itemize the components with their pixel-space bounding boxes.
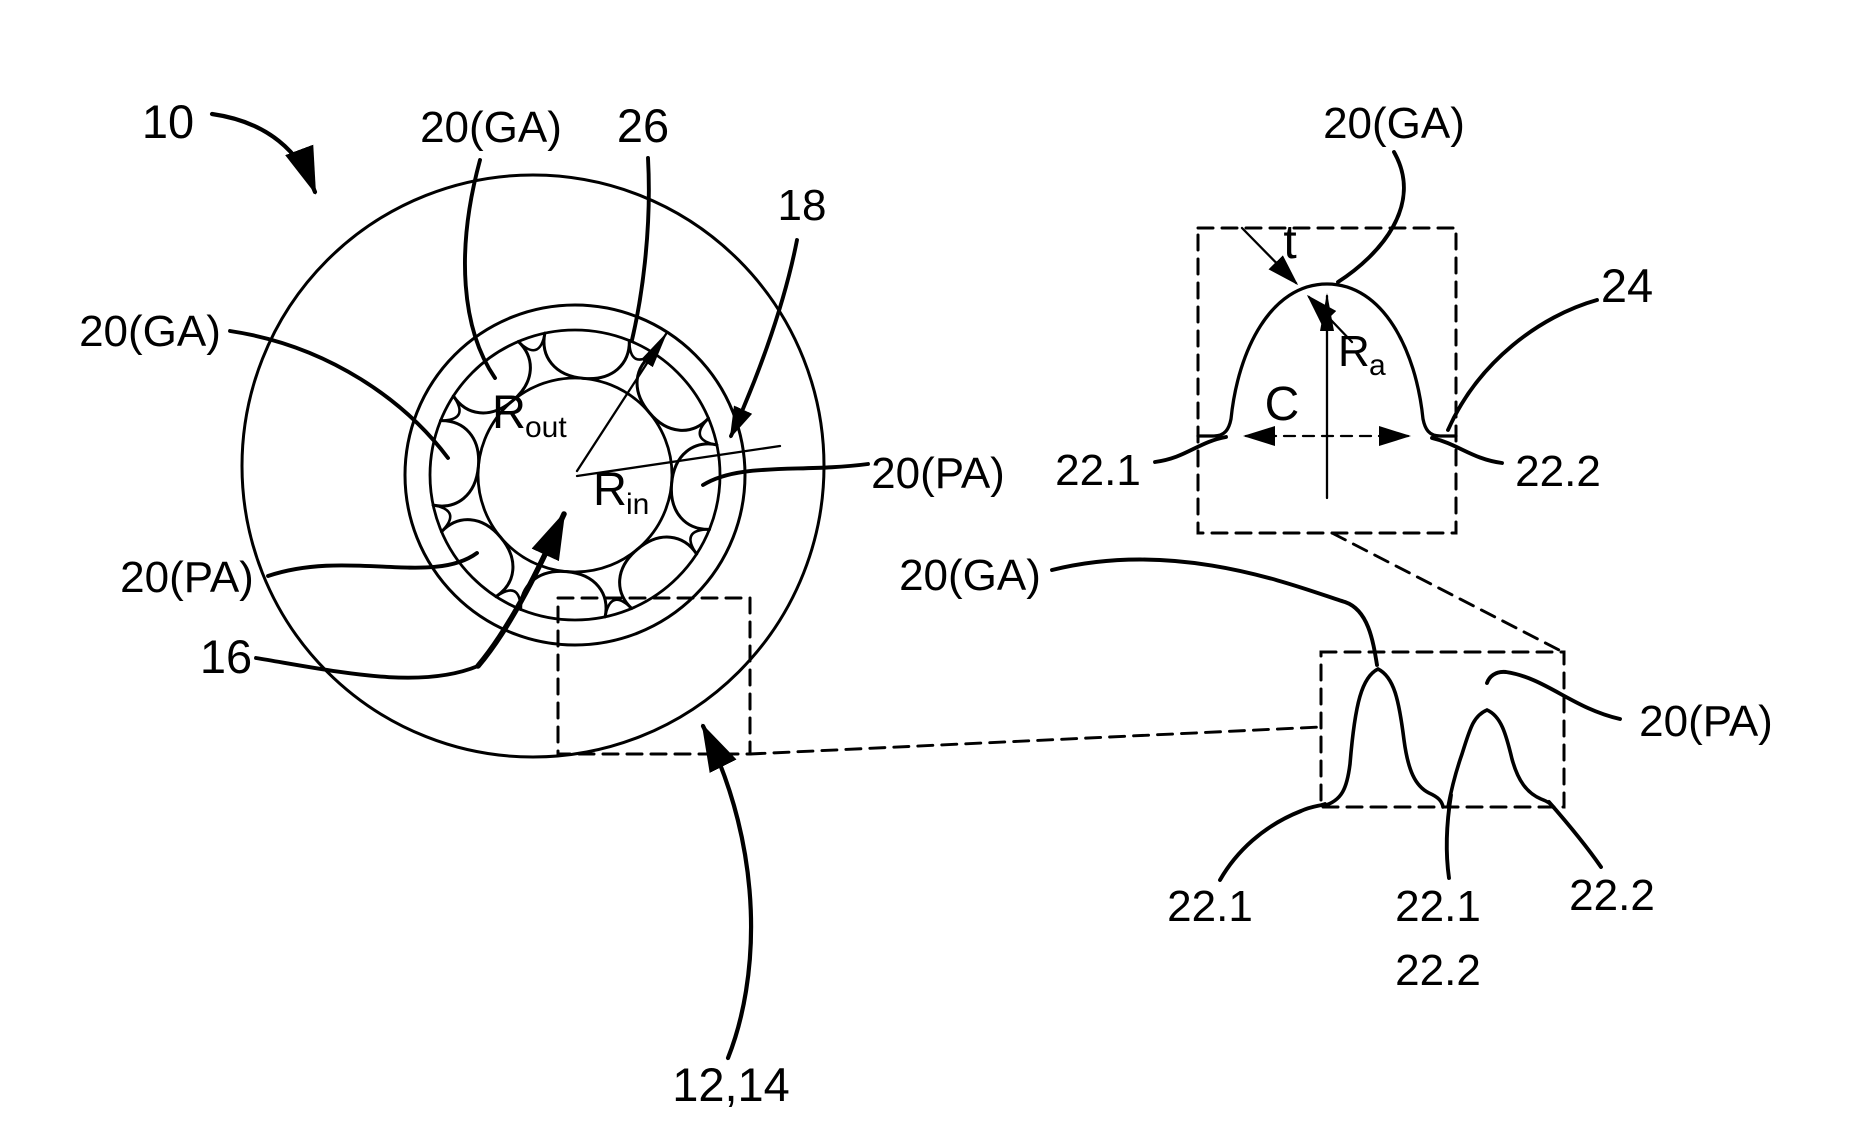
label-20ga-top: 20(GA) (420, 103, 562, 152)
label-16: 16 (200, 630, 252, 683)
tube-inner-wall-circle (428, 328, 722, 622)
label-22-1-center: 22.1 (1395, 882, 1481, 931)
leader-20pa-detail-bottom (1485, 669, 1622, 721)
leader-26 (630, 156, 651, 342)
label-20pa-left: 20(PA) (120, 553, 254, 602)
label-r-in: R in (593, 462, 649, 521)
leader-10-arrow (209, 111, 318, 195)
leader-12-14-arrow (700, 723, 754, 1061)
label-20ga-detail-bottom: 20(GA) (899, 551, 1041, 600)
callout-connector-dashed-left (748, 725, 1323, 756)
label-20pa-right: 20(PA) (871, 449, 1005, 498)
svg-text:out: out (525, 411, 567, 444)
label-24: 24 (1601, 259, 1653, 312)
leader-16 (254, 656, 480, 680)
detail-view-two-nodules: 20(GA) 20(PA) 22.1 22.1 22.2 22.2 (748, 531, 1773, 995)
leader-22-2-right (1547, 800, 1603, 869)
tube-outer-wall-circle (403, 303, 747, 647)
label-22-1-detail-top: 22.1 (1055, 446, 1141, 495)
detail-callout-rectangle (556, 596, 752, 756)
nodule-ga-profile (1321, 666, 1445, 809)
leader-24 (1446, 298, 1599, 432)
leader-20ga-left (228, 329, 450, 460)
label-20ga-left: 20(GA) (79, 307, 221, 356)
leader-22-1-22-2-center (1444, 793, 1453, 880)
svg-text:in: in (626, 488, 649, 521)
detail-view-single-nodule: t C R a 20(GA) 24 22.1 22.2 (1055, 99, 1653, 535)
leader-22-2-detail-top (1430, 436, 1504, 465)
label-22-2-center: 22.2 (1395, 946, 1481, 995)
label-10: 10 (142, 95, 194, 148)
label-20ga-detail-top: 20(GA) (1323, 99, 1465, 148)
label-r-a: R a (1338, 327, 1386, 382)
label-20pa-detail-bottom: 20(PA) (1639, 697, 1773, 746)
detail-top-box (1196, 226, 1458, 535)
label-18: 18 (778, 181, 827, 230)
main-cross-section-view: 10 20(GA) 26 18 20(GA) 20(PA) 16 20(PA) … (79, 95, 1005, 1111)
leader-20pa-right (701, 462, 870, 487)
label-22-1-left: 22.1 (1167, 882, 1253, 931)
label-22-2-detail-top: 22.2 (1515, 447, 1601, 496)
callout-connector-dashed-diagonal (1330, 531, 1563, 653)
leader-22-1-left (1218, 802, 1327, 882)
leader-20ga-detail-top (1336, 150, 1406, 284)
r-out-dimension-arrow (575, 331, 668, 473)
svg-text:R: R (492, 385, 526, 438)
t-thickness-arrow-lower (1306, 294, 1354, 344)
nodule-ring (423, 323, 727, 627)
leader-20ga-top (463, 158, 497, 380)
label-26: 26 (617, 99, 669, 152)
label-r-out: R out (492, 385, 567, 444)
leader-20pa-left (266, 551, 479, 578)
nodule-pa-profile (1446, 708, 1555, 809)
r-in-dimension-line (575, 444, 782, 478)
leader-18-arrow (729, 238, 799, 439)
label-12-14: 12,14 (672, 1058, 790, 1111)
label-22-2-right: 22.2 (1569, 871, 1655, 920)
nodule-profile (1196, 282, 1458, 438)
svg-text:R: R (593, 462, 627, 515)
leader-20ga-detail-bottom (1050, 557, 1379, 667)
t-thickness-arrow-upper (1240, 226, 1299, 286)
svg-text:R: R (1338, 327, 1370, 376)
svg-text:a: a (1369, 349, 1386, 382)
detail-bottom-box (1319, 650, 1566, 809)
leader-22-1-detail-top (1153, 435, 1228, 464)
leader-16-arrow (475, 511, 567, 669)
label-t: t (1283, 216, 1296, 269)
label-c: C (1265, 378, 1300, 431)
